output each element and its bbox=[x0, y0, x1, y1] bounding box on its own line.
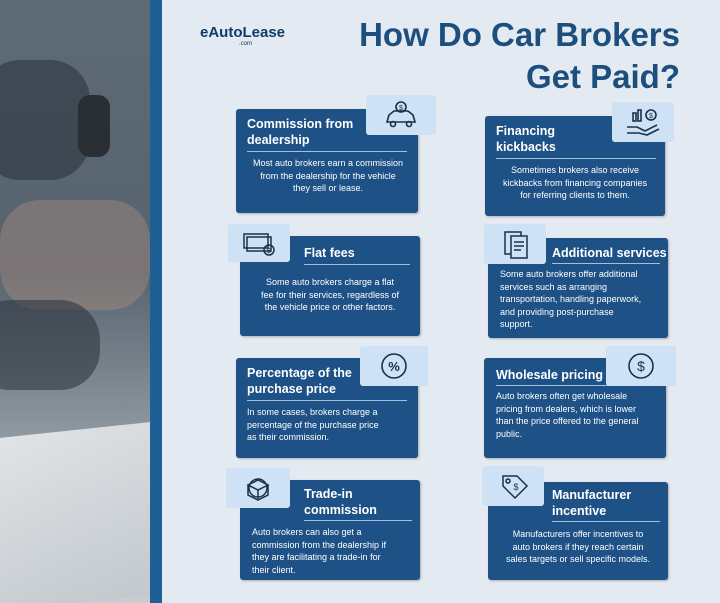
card-divider bbox=[304, 264, 410, 265]
card-body-line: pricing from dealers, which is lower bbox=[496, 403, 637, 414]
card-manufacturer-incentive: Manufacturer incentive Manufacturers off… bbox=[488, 482, 668, 580]
card-heading: Trade-in bbox=[304, 487, 353, 501]
card-body-line: from the dealership for the vehicle bbox=[260, 170, 396, 181]
svg-text:$: $ bbox=[513, 482, 518, 492]
card-body-line: commission from the dealership if bbox=[252, 539, 387, 550]
card-divider bbox=[552, 521, 660, 522]
hand-coins-icon: $ bbox=[612, 102, 674, 142]
page-title: How Do Car Brokers Get Paid? bbox=[260, 14, 680, 98]
card-financing-kickbacks: Financing kickbacks Sometimes brokers al… bbox=[485, 116, 665, 216]
box-money-icon bbox=[226, 468, 290, 508]
percent-icon: % bbox=[360, 346, 428, 386]
card-divider bbox=[496, 158, 656, 159]
card-body-line: Some auto brokers offer additional bbox=[500, 269, 638, 279]
card-body-line: services such as arranging bbox=[500, 281, 608, 292]
price-tag-icon: $ bbox=[482, 466, 544, 506]
card-body-line: Some auto brokers charge a flat bbox=[265, 277, 395, 287]
svg-text:$: $ bbox=[649, 113, 653, 120]
card-heading: incentive bbox=[552, 504, 607, 518]
card-divider bbox=[304, 520, 412, 521]
card-divider bbox=[496, 385, 608, 386]
card-body-line: the vehicle price or other factors. bbox=[264, 302, 396, 312]
card-heading: Financing bbox=[496, 124, 556, 138]
card-heading: dealership bbox=[247, 133, 310, 147]
card-body-line: and providing post-purchase bbox=[500, 306, 614, 317]
card-body-line: transportation, handling paperwork, bbox=[500, 294, 642, 304]
card-heading: Percentage of the bbox=[247, 366, 352, 380]
brand-logo: eAutoLease bbox=[200, 24, 286, 41]
card-divider bbox=[552, 263, 660, 264]
car-money-icon: $ bbox=[366, 95, 436, 135]
svg-text:$: $ bbox=[267, 248, 271, 255]
card-body-line: Auto brokers can also get a bbox=[252, 527, 362, 537]
card-heading: Wholesale pricing bbox=[496, 368, 603, 382]
card-commission-from-dealership: Commission from dealership Most auto bro… bbox=[236, 109, 418, 213]
card-body-line: they are facilitating a trade-in for bbox=[252, 552, 381, 562]
card-body-line: auto brokers if they reach certain bbox=[512, 541, 644, 552]
card-body-line: Manufacturers offer incentives to bbox=[512, 529, 644, 539]
card-heading: Commission from bbox=[247, 117, 354, 131]
card-heading: Manufacturer bbox=[552, 488, 632, 502]
documents-icon bbox=[484, 224, 546, 264]
title-line-1: How Do Car Brokers bbox=[359, 16, 680, 53]
card-body-line: support. bbox=[500, 319, 533, 329]
card-heading: Flat fees bbox=[304, 246, 355, 260]
svg-text:$: $ bbox=[399, 105, 403, 112]
brand-domain: .com bbox=[239, 41, 253, 47]
card-body-line: they sell or lease. bbox=[292, 183, 364, 193]
cash-stack-icon: $ bbox=[228, 224, 290, 262]
card-body-line: Auto brokers often get wholesale bbox=[496, 391, 628, 401]
card-body-line: Most auto brokers earn a commission bbox=[252, 158, 404, 168]
card-body-line: fee for their services, regardless of bbox=[260, 289, 400, 300]
card-body-line: as their commission. bbox=[247, 432, 330, 442]
card-body-line: percentage of the purchase price bbox=[247, 419, 379, 430]
card-body-line: kickbacks from financing companies bbox=[502, 177, 648, 188]
card-body-line: public. bbox=[496, 428, 523, 439]
accent-stripe bbox=[150, 0, 162, 603]
card-body-line: Sometimes brokers also receive bbox=[510, 165, 640, 175]
card-body-line: sales targets or sell specific models. bbox=[505, 554, 651, 564]
card-heading: kickbacks bbox=[496, 140, 556, 154]
svg-text:%: % bbox=[388, 359, 400, 374]
card-body-line: for referring clients to them. bbox=[520, 190, 630, 200]
card-heading: purchase price bbox=[247, 382, 336, 396]
card-divider bbox=[247, 151, 407, 152]
dollar-icon: $ bbox=[606, 346, 676, 386]
card-body-line: In some cases, brokers charge a bbox=[247, 407, 378, 417]
card-divider bbox=[247, 400, 407, 401]
card-heading: commission bbox=[304, 503, 377, 517]
svg-text:$: $ bbox=[637, 358, 645, 374]
background-photo bbox=[0, 0, 162, 603]
card-heading: Additional services bbox=[552, 246, 667, 260]
card-body-line: than the price offered to the general bbox=[496, 416, 639, 426]
card-body-line: their client. bbox=[252, 564, 296, 575]
title-line-2: Get Paid? bbox=[525, 58, 680, 95]
